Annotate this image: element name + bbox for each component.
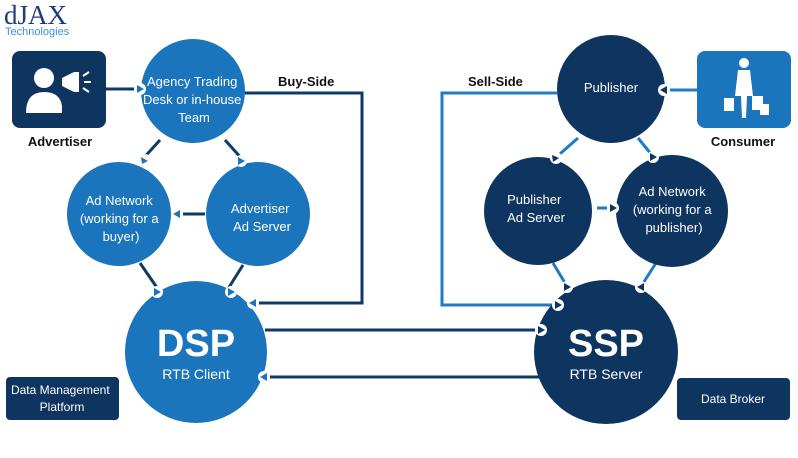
consumer-shopping-icon bbox=[697, 51, 791, 128]
advertiser-ad-server-label: Advertiser Ad Server bbox=[231, 201, 293, 234]
arrow-marker bbox=[635, 281, 647, 293]
buy-side-arrow-markers bbox=[134, 83, 270, 383]
consumer-label: Consumer bbox=[711, 134, 775, 149]
arrow-marker bbox=[134, 83, 146, 95]
arrow-marker bbox=[235, 155, 247, 167]
sell-side-label: Sell-Side bbox=[468, 74, 523, 89]
dsp-ssp-connectors bbox=[260, 328, 540, 379]
logo-sub-text: Technologies bbox=[5, 26, 70, 38]
arrow-marker bbox=[561, 281, 573, 293]
arrow-marker bbox=[225, 286, 237, 298]
publisher-ad-server-node bbox=[484, 157, 592, 265]
data-broker-box bbox=[677, 378, 790, 420]
data-management-platform-label: Data Management Platform bbox=[11, 383, 113, 414]
arrow-marker bbox=[535, 324, 547, 336]
arrow-marker bbox=[550, 152, 562, 164]
sell-side-return-line bbox=[440, 91, 557, 307]
agency-trading-desk-node bbox=[141, 39, 245, 143]
ad-network-buyer-node bbox=[67, 162, 171, 266]
arrow-marker bbox=[647, 151, 659, 163]
ssp-node bbox=[534, 280, 678, 424]
arrow-marker bbox=[607, 202, 619, 214]
logo-main-text: dJAX bbox=[4, 0, 68, 30]
buy-side-return-line bbox=[238, 91, 364, 305]
advertiser-megaphone-icon bbox=[12, 51, 106, 128]
arrow-marker bbox=[139, 154, 151, 166]
publisher-ad-server-label: Publisher Ad Server bbox=[507, 192, 565, 225]
advertiser-label: Advertiser bbox=[28, 134, 92, 149]
publisher-node bbox=[557, 35, 665, 143]
arrow-marker bbox=[171, 208, 183, 220]
publisher-label: Publisher bbox=[584, 80, 639, 95]
dsp-subtitle: RTB Client bbox=[162, 366, 230, 382]
ad-network-publisher-node bbox=[616, 155, 728, 267]
arrow-marker bbox=[151, 286, 163, 298]
data-broker-label: Data Broker bbox=[701, 392, 765, 406]
ssp-subtitle: RTB Server bbox=[570, 366, 643, 382]
arrow-marker bbox=[258, 371, 270, 383]
ssp-title: SSP bbox=[568, 323, 644, 365]
arrow-marker bbox=[247, 297, 259, 309]
advertiser-ad-server-node bbox=[206, 162, 310, 266]
ad-network-publisher-label: Ad Network (working for a publisher) bbox=[633, 184, 715, 235]
agency-trading-desk-label: Agency Trading Desk or in-house Team bbox=[143, 74, 245, 125]
djax-logo: dJAX Technologies bbox=[4, 2, 69, 38]
ad-network-buyer-label: Ad Network (working for a buyer) bbox=[80, 193, 162, 244]
arrow-marker bbox=[552, 299, 564, 311]
arrow-marker bbox=[658, 84, 670, 96]
buy-side-label: Buy-Side bbox=[278, 74, 334, 89]
sell-side-arrow-markers bbox=[535, 84, 670, 336]
dsp-node bbox=[125, 281, 267, 423]
data-management-platform-box bbox=[6, 377, 119, 420]
dsp-title: DSP bbox=[157, 323, 235, 365]
